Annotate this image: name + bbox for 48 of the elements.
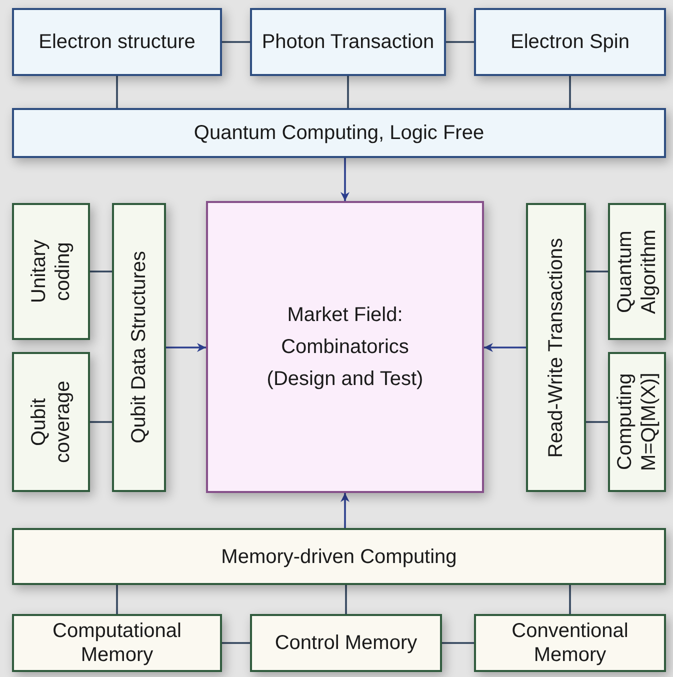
process-box bbox=[12, 528, 666, 585]
process-box bbox=[250, 614, 442, 672]
node-label: Unitary coding bbox=[27, 238, 75, 306]
arrow bbox=[340, 493, 350, 528]
arrow bbox=[166, 343, 206, 352]
process-box bbox=[608, 352, 666, 492]
process-box bbox=[608, 203, 666, 340]
process-box bbox=[474, 614, 666, 672]
node-label: Electron Spin bbox=[510, 30, 630, 54]
node-label: Electron structure bbox=[38, 30, 196, 54]
node-label: Computing M=Q[M(X)] bbox=[613, 372, 661, 474]
process-box bbox=[250, 8, 446, 76]
process-box bbox=[12, 8, 222, 76]
connector-line bbox=[116, 76, 118, 108]
connector-line bbox=[116, 585, 118, 614]
connector-line bbox=[442, 642, 474, 644]
process-box bbox=[12, 352, 90, 492]
connector-line bbox=[586, 270, 608, 272]
node-label: Qubit Data Structures bbox=[127, 251, 151, 444]
process-box bbox=[112, 203, 166, 492]
node-label: Photon Transaction bbox=[262, 30, 434, 54]
connector-line bbox=[569, 585, 571, 614]
connector-line bbox=[222, 642, 250, 644]
connector-line bbox=[569, 76, 571, 108]
node-label: Computational Memory bbox=[52, 619, 182, 667]
connector-line bbox=[90, 270, 112, 272]
connector-line bbox=[90, 421, 112, 423]
arrow bbox=[340, 158, 350, 201]
process-box bbox=[12, 108, 666, 158]
node-label: Quantum Computing, Logic Free bbox=[194, 121, 484, 145]
node-label: Memory-driven Computing bbox=[221, 544, 457, 568]
focus-box bbox=[206, 201, 484, 493]
node-label: Read-Write Transactions bbox=[544, 238, 568, 458]
process-box bbox=[526, 203, 586, 492]
node-label: Conventional Memory bbox=[510, 619, 630, 667]
connector-line bbox=[222, 41, 250, 43]
node-label: Market Field: Combinatorics (Design and Test) bbox=[266, 303, 424, 392]
process-box bbox=[12, 614, 222, 672]
node-label: Quantum Algorithm bbox=[613, 228, 661, 316]
connector-line bbox=[586, 421, 608, 423]
connector-line bbox=[347, 76, 349, 108]
process-box bbox=[12, 203, 90, 340]
arrow bbox=[484, 343, 526, 352]
node-label: Control Memory bbox=[274, 631, 418, 655]
process-box bbox=[474, 8, 666, 76]
node-label: Qubit coverage bbox=[27, 380, 75, 466]
connector-line bbox=[446, 41, 474, 43]
connector-line bbox=[345, 585, 347, 614]
